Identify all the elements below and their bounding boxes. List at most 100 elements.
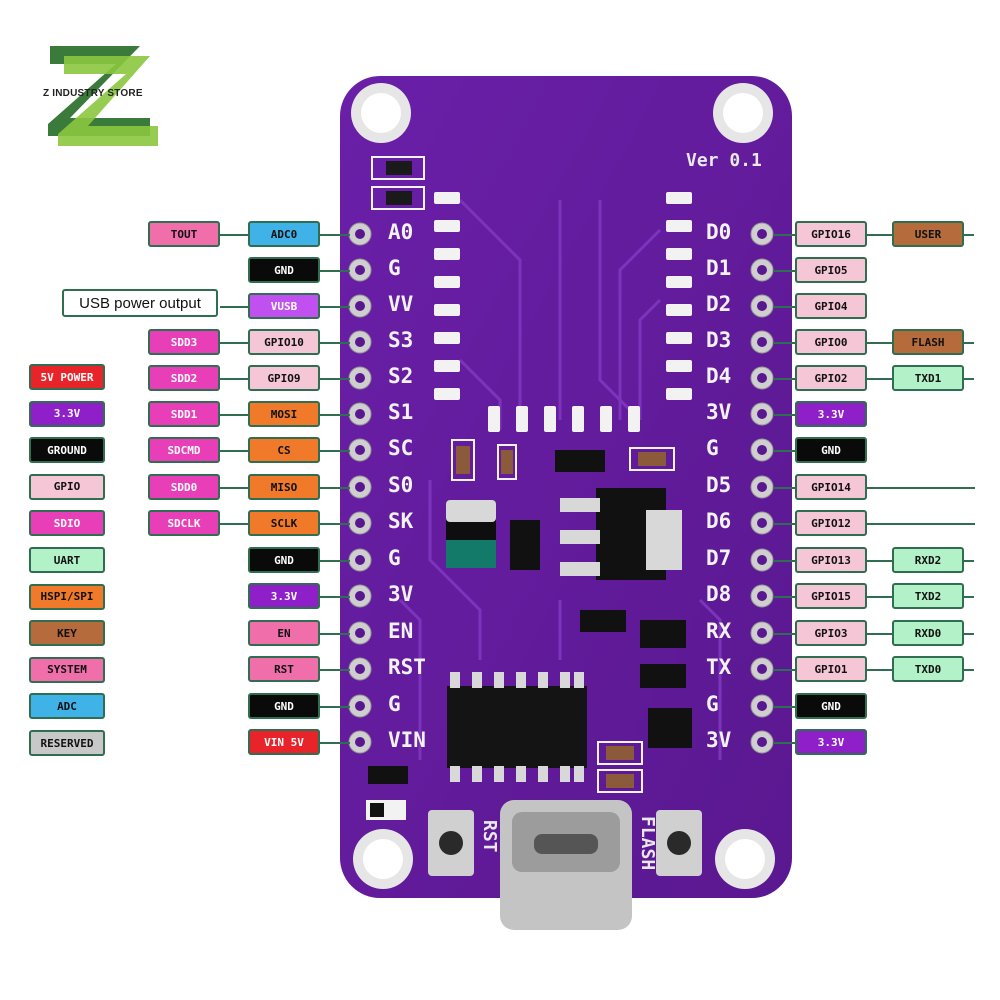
- function-tag: VIN 5V: [248, 729, 320, 755]
- usb-serial-chip: [447, 672, 587, 782]
- connector-line: [773, 342, 795, 344]
- connector-line: [964, 596, 974, 598]
- connector-line: [867, 669, 892, 671]
- connector-line: [964, 234, 974, 236]
- function-tag: RXD2: [892, 547, 964, 573]
- left-pin-label: VIN: [388, 728, 426, 752]
- left-pin-label: S3: [388, 328, 414, 352]
- function-tag: VUSB: [248, 293, 320, 319]
- connector-line: [773, 596, 795, 598]
- function-tag: GND: [795, 693, 867, 719]
- function-tag: GPIO14: [795, 474, 867, 500]
- right-pin-label: 3V: [706, 728, 732, 752]
- flash-button-label: FLASH: [637, 816, 658, 871]
- function-tag: CS: [248, 437, 320, 463]
- left-pin-label: G: [388, 546, 401, 570]
- function-tag: GND: [248, 547, 320, 573]
- function-tag: 3.3V: [795, 401, 867, 427]
- function-tag: GPIO4: [795, 293, 867, 319]
- function-tag: GPIO2: [795, 365, 867, 391]
- function-tag: RST: [248, 656, 320, 682]
- right-pin-label: D7: [706, 546, 732, 570]
- function-tag: MOSI: [248, 401, 320, 427]
- connector-line: [320, 487, 350, 489]
- function-tag: TXD1: [892, 365, 964, 391]
- connector-line: [220, 414, 248, 416]
- connector-line: [320, 523, 350, 525]
- connector-line: [867, 234, 892, 236]
- legend-item: SDIO: [29, 510, 105, 537]
- function-tag: GPIO1: [795, 656, 867, 682]
- connector-line: [220, 523, 248, 525]
- connector-line: [320, 342, 350, 344]
- function-tag: SDD1: [148, 401, 220, 427]
- connector-line: [964, 669, 974, 671]
- connector-line: [773, 669, 795, 671]
- connector-line: [773, 234, 795, 236]
- connector-line: [320, 234, 350, 236]
- right-pin-label: D3: [706, 328, 732, 352]
- left-pin-label: EN: [388, 619, 414, 643]
- right-pin-label: D8: [706, 582, 732, 606]
- right-pin-label: 3V: [706, 400, 732, 424]
- connector-line: [320, 596, 350, 598]
- mounting-holes: [351, 83, 775, 889]
- right-pin-label: RX: [706, 619, 732, 643]
- function-tag: GPIO3: [795, 620, 867, 646]
- right-pin-label: D1: [706, 256, 732, 280]
- function-tag: GPIO15: [795, 583, 867, 609]
- function-tag: GND: [248, 257, 320, 283]
- small-chips: [580, 610, 692, 748]
- connector-line: [320, 270, 350, 272]
- top-resistors: [371, 156, 425, 210]
- legend-item: HSPI/SPI: [29, 583, 105, 610]
- function-tag: GND: [248, 693, 320, 719]
- function-tag: SCLK: [248, 510, 320, 536]
- function-tag: EN: [248, 620, 320, 646]
- voltage-regulator: [510, 488, 682, 580]
- legend-item: KEY: [29, 620, 105, 647]
- legend-item: SYSTEM: [29, 656, 105, 683]
- function-tag: GPIO5: [795, 257, 867, 283]
- function-tag: 3.3V: [795, 729, 867, 755]
- usb-power-output-label: USB power output: [62, 289, 218, 317]
- function-tag: GND: [795, 437, 867, 463]
- connector-line: [220, 342, 248, 344]
- function-tag: 3.3V: [248, 583, 320, 609]
- right-pin-label: G: [706, 692, 719, 716]
- left-pin-label: G: [388, 692, 401, 716]
- connector-line: [320, 742, 350, 744]
- connector-line: [964, 378, 974, 380]
- legend-item: GROUND: [29, 437, 105, 464]
- legend-item: 3.3V: [29, 400, 105, 427]
- function-tag: GPIO10: [248, 329, 320, 355]
- function-tag: TXD0: [892, 656, 964, 682]
- function-tag: ADC0: [248, 221, 320, 247]
- left-pin-label: SC: [388, 436, 414, 460]
- left-pin-label: S2: [388, 364, 414, 388]
- right-pin-label: D6: [706, 509, 732, 533]
- connector-line: [320, 633, 350, 635]
- legend-item: 5V POWER: [29, 364, 105, 390]
- flash-button-graphic: [656, 810, 702, 876]
- function-tag: SDD0: [148, 474, 220, 500]
- smd-components: [451, 439, 675, 481]
- connector-line: [773, 487, 795, 489]
- connector-line: [220, 487, 248, 489]
- connector-line: [773, 378, 795, 380]
- legend-item: GPIO: [29, 473, 105, 500]
- left-pin-label: S1: [388, 400, 414, 424]
- connector-line: [867, 560, 892, 562]
- connector-line: [964, 560, 974, 562]
- connector-line: [220, 234, 248, 236]
- board-version: Ver 0.1: [686, 150, 762, 171]
- function-tag: GPIO16: [795, 221, 867, 247]
- connector-line: [867, 633, 892, 635]
- connector-line: [320, 378, 350, 380]
- legend-item: UART: [29, 547, 105, 573]
- connector-line: [320, 306, 350, 308]
- connector-line: [773, 270, 795, 272]
- connector-line: [320, 560, 350, 562]
- function-tag: SDD2: [148, 365, 220, 391]
- connector-line: [773, 523, 795, 525]
